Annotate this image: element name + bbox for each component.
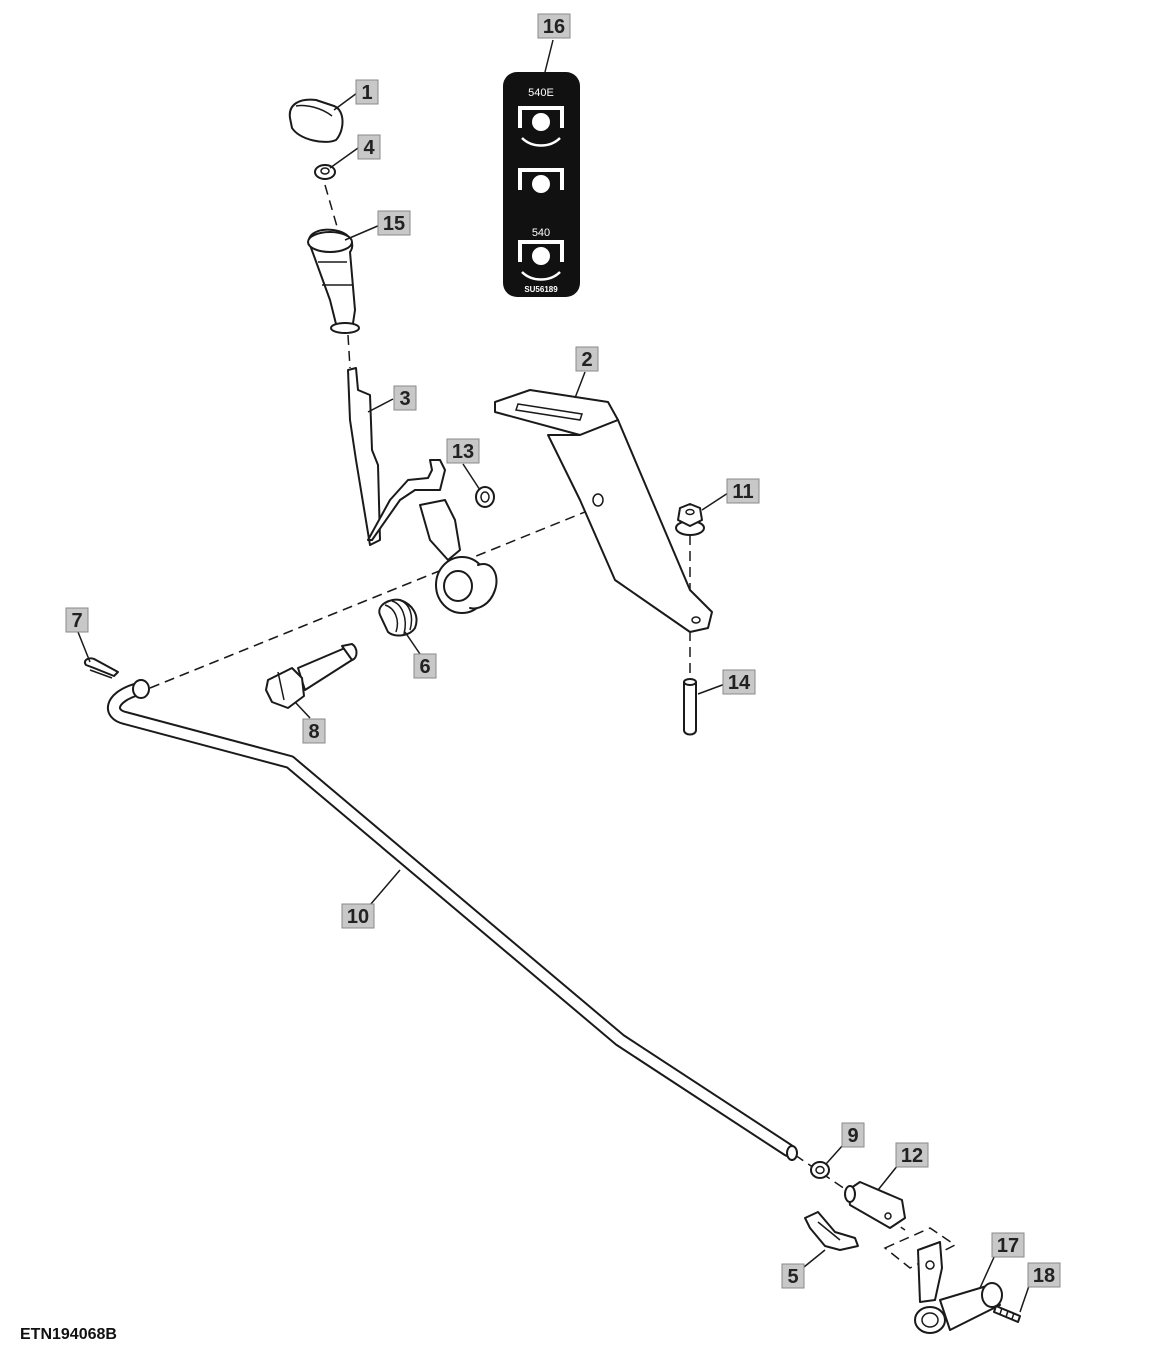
decal-bottom-label: 540 — [532, 227, 550, 239]
svg-text:11: 11 — [732, 481, 753, 503]
clevis-part — [844, 1181, 906, 1229]
svg-text:10: 10 — [347, 906, 369, 928]
svg-text:4: 4 — [363, 137, 375, 159]
bracket-part — [494, 389, 713, 633]
roll-pin-part — [993, 1305, 1021, 1323]
spring-clip-part — [804, 1211, 859, 1251]
svg-text:7: 7 — [71, 610, 82, 632]
callout-4: 4 — [357, 134, 381, 160]
svg-text:5: 5 — [787, 1266, 798, 1288]
callout-12: 12 — [895, 1142, 929, 1168]
callout-13: 13 — [446, 438, 480, 464]
knob-cap-part — [288, 98, 344, 143]
callout-7: 7 — [65, 607, 89, 633]
small-nut-part — [314, 164, 336, 180]
shoulder-bolt-part — [265, 643, 358, 709]
svg-text:15: 15 — [383, 213, 405, 235]
callout-8: 8 — [302, 718, 326, 744]
callout-1: 1 — [355, 79, 379, 105]
decal-part-number: SU56189 — [524, 285, 558, 294]
pto-speed-decal: 540E 540 SU56189 — [503, 72, 580, 297]
cotter-pin-part — [84, 657, 119, 679]
svg-text:16: 16 — [543, 16, 565, 38]
shift-rod-part — [107, 679, 798, 1161]
jam-nut-part — [810, 1161, 830, 1179]
svg-text:1: 1 — [361, 82, 372, 104]
callout-10: 10 — [341, 903, 375, 929]
shift-handle-part — [307, 228, 360, 334]
pto-icon-bottom — [518, 240, 564, 281]
bell-crank-part — [914, 1241, 1003, 1334]
alignment-guide — [883, 1227, 957, 1269]
figure-id-label: ETN194068B — [20, 1326, 117, 1343]
svg-text:18: 18 — [1033, 1265, 1055, 1287]
callout-2: 2 — [575, 346, 599, 372]
svg-text:3: 3 — [399, 388, 410, 410]
callout-11: 11 — [726, 478, 760, 504]
svg-text:8: 8 — [308, 721, 319, 743]
spring-part — [378, 598, 418, 637]
callouts: 1 2 3 4 5 6 7 8 9 10 11 12 13 14 15 16 1… — [65, 13, 1061, 1289]
callout-14: 14 — [722, 669, 756, 695]
washer-part — [475, 486, 495, 508]
callout-5: 5 — [781, 1263, 805, 1289]
callout-3: 3 — [393, 385, 417, 411]
callout-16: 16 — [537, 13, 571, 39]
pto-icon-middle — [518, 168, 564, 193]
pto-icon-top — [518, 106, 564, 147]
callout-18: 18 — [1027, 1262, 1061, 1288]
callout-17: 17 — [991, 1232, 1025, 1258]
svg-text:14: 14 — [728, 672, 751, 694]
callout-9: 9 — [841, 1122, 865, 1148]
leader-lines — [77, 39, 1031, 1313]
decal-top-label: 540E — [528, 87, 554, 99]
svg-text:12: 12 — [901, 1145, 923, 1167]
svg-text:9: 9 — [847, 1125, 858, 1147]
svg-text:2: 2 — [581, 349, 592, 371]
shift-lever-part — [347, 367, 498, 614]
callout-15: 15 — [377, 210, 411, 236]
pin-part — [683, 678, 697, 736]
assembly-lines — [149, 184, 906, 1231]
flange-nut-part — [675, 503, 705, 536]
svg-text:13: 13 — [452, 441, 474, 463]
svg-text:17: 17 — [997, 1235, 1019, 1257]
svg-text:6: 6 — [419, 656, 430, 678]
callout-6: 6 — [413, 653, 437, 679]
